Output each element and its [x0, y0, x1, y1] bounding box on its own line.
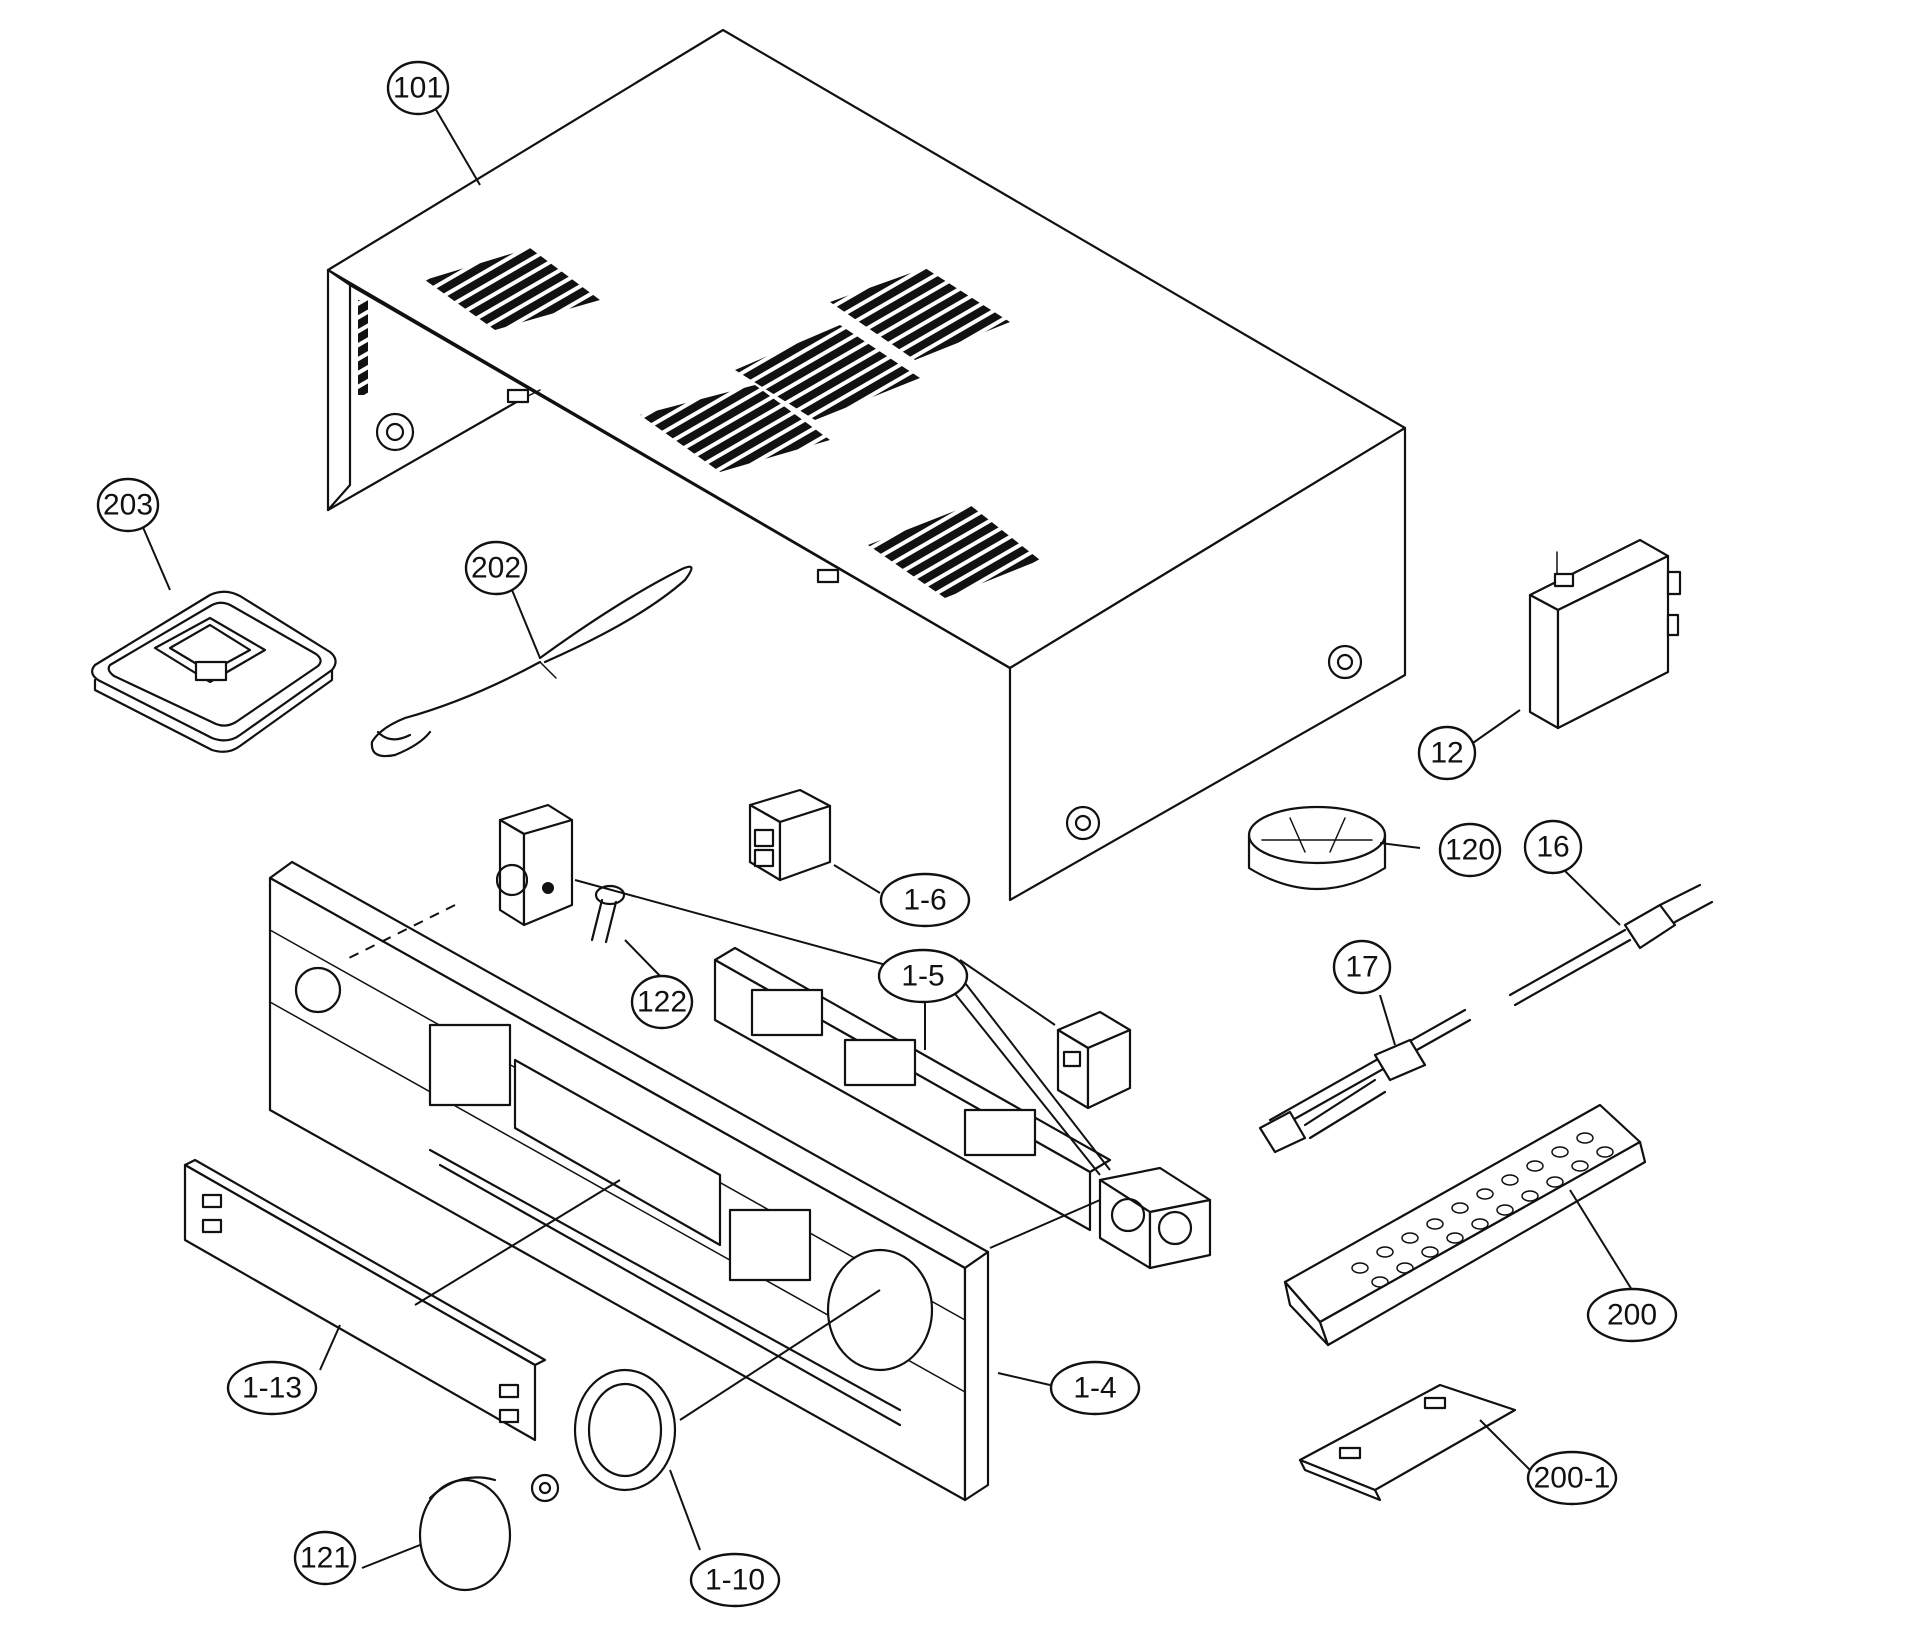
vent-grille-side	[358, 300, 368, 395]
callout-200-1: 200-1	[1526, 1450, 1618, 1506]
connector-part	[1258, 1038, 1427, 1154]
screw-part	[590, 884, 626, 944]
terminal-block-1-5b	[1056, 1010, 1132, 1110]
callout-203: 203	[96, 477, 160, 533]
foot-part	[1247, 805, 1387, 890]
remote-control-part	[1283, 1103, 1647, 1347]
callout-121: 121	[293, 1530, 357, 1586]
callout-16: 16	[1523, 819, 1583, 875]
callout-101-text: 101	[393, 72, 443, 105]
front-panel-part	[268, 860, 990, 1502]
battery-cover-part	[1298, 1383, 1517, 1502]
callout-200-1-text: 200-1	[1534, 1462, 1611, 1495]
vent-grille-2	[640, 385, 830, 472]
loop-antenna-part	[91, 590, 337, 753]
callout-1-5: 1-5	[877, 948, 969, 1004]
terminal-block-1-6	[748, 788, 832, 882]
callout-1-4-text: 1-4	[1073, 1372, 1116, 1405]
callout-122-text: 122	[637, 986, 687, 1019]
callout-101: 101	[386, 60, 450, 116]
callout-1-5-text: 1-5	[901, 960, 944, 993]
callout-120: 120	[1438, 822, 1502, 878]
callout-122: 122	[630, 974, 694, 1030]
callout-200: 200	[1586, 1287, 1678, 1343]
callout-1-13-text: 1-13	[242, 1372, 302, 1405]
callout-17-text: 17	[1345, 951, 1378, 984]
callout-202-text: 202	[471, 552, 521, 585]
power-cord-part	[1268, 883, 1714, 1132]
wire-antenna-part	[370, 565, 693, 758]
callout-203-text: 203	[103, 489, 153, 522]
callout-120-text: 120	[1445, 834, 1495, 867]
knob-ring-part	[573, 1368, 677, 1492]
callout-1-4: 1-4	[1049, 1360, 1141, 1416]
callout-1-10-text: 1-10	[705, 1564, 765, 1597]
vent-grille-1	[425, 248, 600, 330]
callout-1-6: 1-6	[879, 872, 971, 928]
callout-121-text: 121	[300, 1542, 350, 1575]
callout-200-text: 200	[1607, 1299, 1657, 1332]
leader-lines	[141, 107, 1633, 1569]
knob-part	[418, 1473, 560, 1592]
terminal-block-1-5c	[1098, 1166, 1212, 1270]
callout-12-text: 12	[1430, 737, 1463, 770]
sub-panel-part	[183, 1158, 547, 1442]
top-cover-part	[326, 28, 1407, 902]
callout-12: 12	[1417, 725, 1477, 781]
transformer-part	[1528, 538, 1682, 730]
vent-grille-5	[868, 505, 1040, 598]
callout-17: 17	[1332, 939, 1392, 995]
terminal-board-1-5	[713, 946, 1112, 1232]
callout-1-6-text: 1-6	[903, 884, 946, 917]
jack-block-1-5a	[495, 803, 574, 927]
callout-202: 202	[464, 540, 528, 596]
callout-16-text: 16	[1536, 831, 1569, 864]
vent-grille-4	[830, 268, 1010, 360]
callout-1-10: 1-10	[689, 1552, 781, 1608]
vent-grille-3	[735, 325, 920, 420]
callout-1-13: 1-13	[226, 1360, 318, 1416]
